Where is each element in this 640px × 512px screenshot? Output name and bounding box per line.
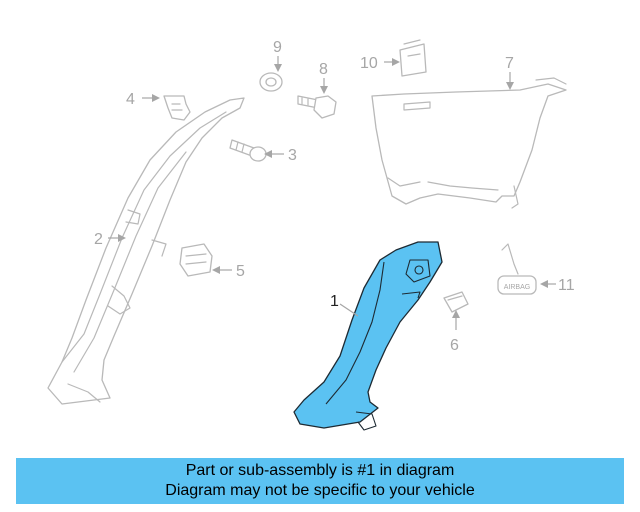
part-4-push-clip [163,95,191,121]
part-9-grommet [259,72,283,92]
callout-5: 5 [236,263,245,280]
part-8-bolt [297,95,337,119]
callout-10: 10 [360,55,378,72]
part-10-clip [399,39,427,77]
banner-line-2: Diagram may not be specific to your vehi… [165,482,475,499]
arrow-2 [118,234,126,242]
arrow-4 [152,94,160,102]
callout-11: 11 [558,277,575,294]
callout-2: 2 [94,231,103,248]
callout-8: 8 [319,61,328,78]
leader-lines [108,56,556,330]
arrow-6 [452,310,460,318]
arrow-8 [320,86,328,94]
part-1-highlighted-trim [293,241,443,431]
arrow-3 [264,150,272,158]
part-2-pillar-trim [47,97,245,405]
arrow-7 [506,82,514,90]
part-11-airbag-label: AIRBAG [497,243,537,295]
arrow-10 [392,58,400,66]
part-5-clip [179,243,213,277]
parts-diagram: AIRBAG 1 2 3 4 [47,39,575,431]
arrow-5 [212,266,220,274]
callout-6: 6 [450,337,459,354]
arrow-11 [540,280,548,288]
airbag-label-text: AIRBAG [504,284,530,291]
part-6-clip [443,291,469,313]
callout-7: 7 [505,55,514,72]
callout-4: 4 [126,91,135,108]
callout-3: 3 [288,147,297,164]
leader-1 [339,303,359,317]
part-3-bolt [229,139,267,162]
callout-1: 1 [330,293,339,310]
callout-numbers: 1 2 3 4 5 6 7 8 9 10 11 [94,39,575,354]
banner-line-1: Part or sub-assembly is #1 in diagram [185,462,455,479]
callout-9: 9 [273,39,282,56]
arrow-9 [274,64,282,72]
info-banner: Part or sub-assembly is #1 in diagram Di… [16,458,624,504]
part-7-quarter-trim [371,77,567,209]
